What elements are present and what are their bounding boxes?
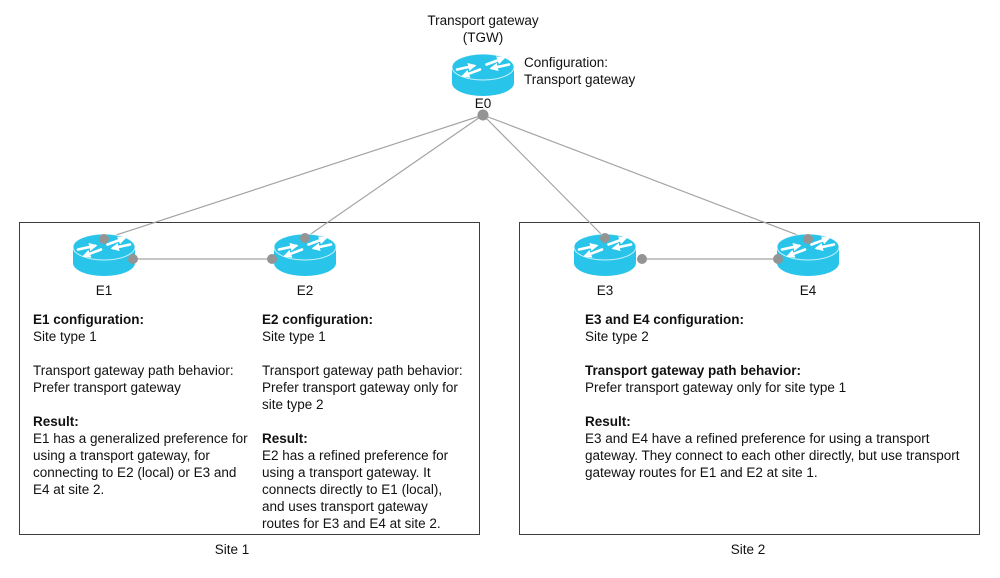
- router-label-e3: E3: [596, 283, 614, 298]
- connection-line-e0-e4: [482, 114, 809, 240]
- site1-caption: Site 1: [214, 542, 250, 557]
- e2-result-text: E2 has a refined preference for using a …: [262, 448, 449, 531]
- e1-result-heading: Result:: [33, 414, 79, 429]
- router-label-e1: E1: [95, 283, 113, 298]
- connection-line-e0-e1: [103, 114, 484, 240]
- e2-config-block: E2 configuration: Site type 1 Transport …: [262, 311, 482, 549]
- e1-result-text: E1 has a generalized preference for usin…: [33, 431, 248, 497]
- router-label-e2: E2: [296, 283, 314, 298]
- e3e4-config-value: Site type 2: [585, 329, 649, 344]
- e2-behavior-value: Prefer transport gateway only for site t…: [262, 380, 458, 412]
- e1-behavior-value: Prefer transport gateway: [33, 380, 181, 395]
- e1-config-heading: E1 configuration:: [33, 312, 144, 327]
- router-label-e0: E0: [474, 96, 492, 111]
- tgw-title-line1: Transport gateway: [427, 13, 539, 28]
- e1-behavior-heading: Transport gateway path behavior:: [33, 363, 234, 378]
- e3e4-result-text: E3 and E4 have a refined preference for …: [585, 431, 960, 480]
- e3e4-behavior-value: Prefer transport gateway only for site t…: [585, 380, 847, 395]
- router-icon-e0: [452, 54, 514, 96]
- e3e4-result-heading: Result:: [585, 414, 631, 429]
- tgw-title: Transport gateway (TGW): [383, 12, 583, 46]
- e2-config-value: Site type 1: [262, 329, 326, 344]
- e3-e4-config-block: E3 and E4 configuration: Site type 2 Tra…: [585, 311, 995, 498]
- site2-caption: Site 2: [730, 542, 766, 557]
- e1-config-value: Site type 1: [33, 329, 97, 344]
- e2-result-heading: Result:: [262, 431, 308, 446]
- tgw-config-line1: Configuration:: [524, 55, 609, 70]
- tgw-title-line2: (TGW): [462, 30, 504, 45]
- e2-config-heading: E2 configuration:: [262, 312, 373, 327]
- e3e4-config-heading: E3 and E4 configuration:: [585, 312, 745, 327]
- tgw-config-line2: Transport gateway: [524, 72, 636, 87]
- e3e4-behavior-heading: Transport gateway path behavior:: [585, 363, 802, 378]
- e2-behavior-heading: Transport gateway path behavior:: [262, 363, 463, 378]
- connection-line-e0-e2: [304, 114, 484, 239]
- connection-line-e0-e3: [482, 114, 606, 239]
- tgw-config-note: Configuration: Transport gateway: [524, 54, 635, 88]
- router-label-e4: E4: [799, 283, 817, 298]
- e1-config-block: E1 configuration: Site type 1 Transport …: [33, 311, 253, 515]
